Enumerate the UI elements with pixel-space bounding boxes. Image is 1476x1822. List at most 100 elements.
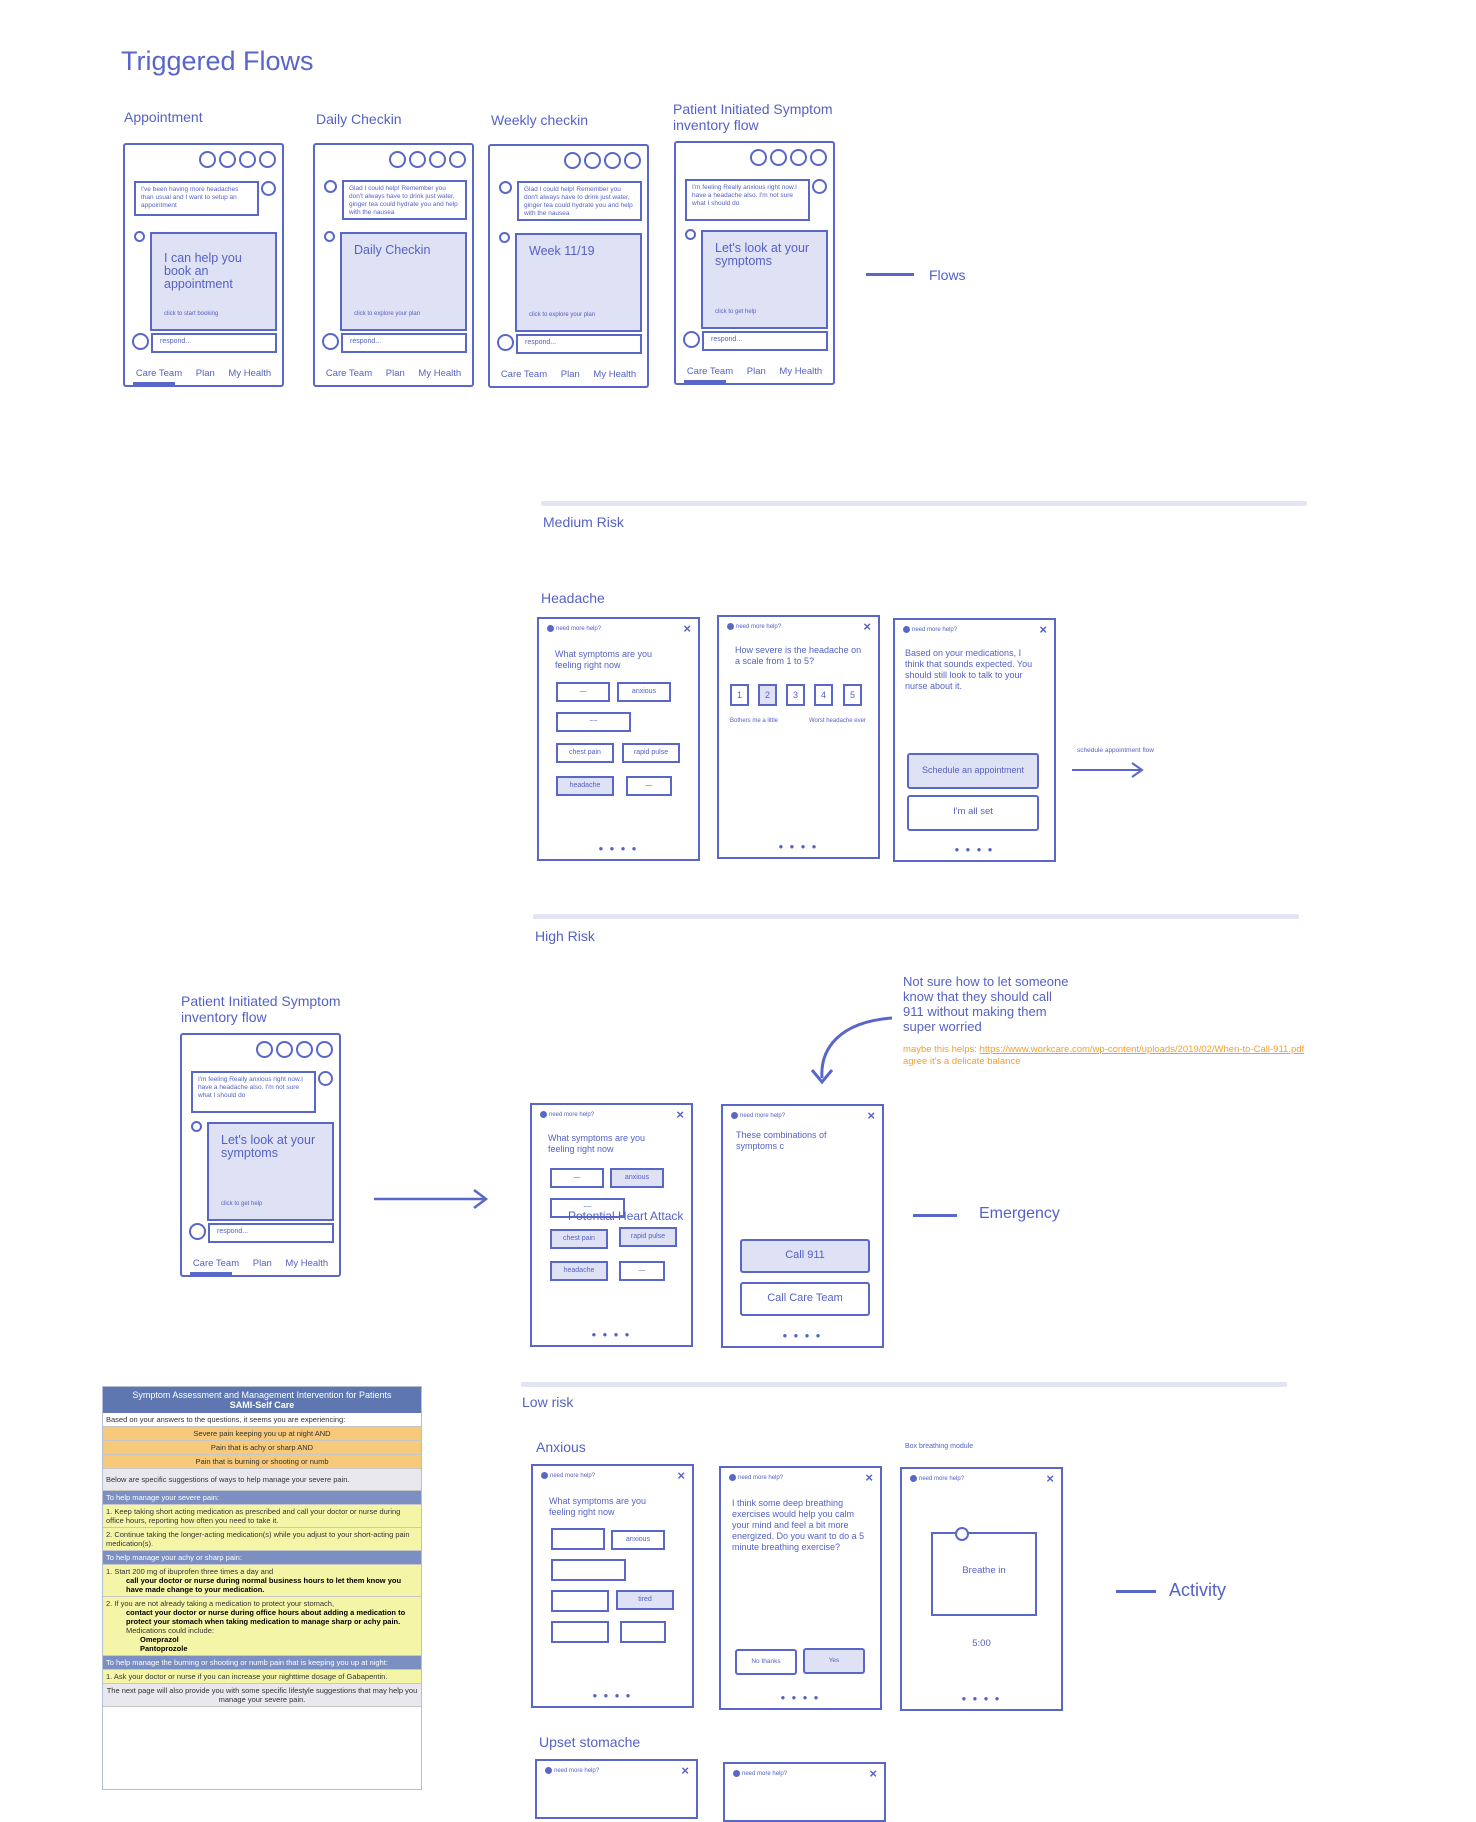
tab-care-team[interactable]: Care Team: [135, 368, 183, 379]
timer: 5:00: [972, 1638, 991, 1649]
symptom-chip-selected[interactable]: headache: [556, 776, 614, 796]
symptom-chip-blank[interactable]: —: [550, 1168, 604, 1188]
doc-next: The next page will also provide you with…: [103, 1684, 421, 1707]
pager-dots: ● ● ● ●: [961, 1694, 1002, 1703]
respond-input[interactable]: respond...: [151, 333, 277, 353]
symptom-chip-blank[interactable]: [551, 1621, 609, 1643]
tab-plan[interactable]: Plan: [560, 369, 580, 380]
tab-bar: Care Team Plan My Health: [315, 368, 472, 379]
tab-care-team[interactable]: Care Team: [686, 366, 734, 377]
tab-care-team[interactable]: Care Team: [192, 1258, 240, 1269]
call-care-team-button[interactable]: Call Care Team: [740, 1282, 870, 1316]
symptom-chip-selected[interactable]: rapid pulse: [619, 1227, 677, 1247]
symptom-chip[interactable]: anxious: [611, 1530, 665, 1550]
symptom-chip-blank[interactable]: [620, 1621, 666, 1643]
help-link[interactable]: need more help?: [729, 1474, 783, 1481]
tab-plan[interactable]: Plan: [385, 368, 405, 379]
doc-intro: Based on your answers to the questions, …: [103, 1413, 421, 1427]
user-icon: [810, 149, 827, 166]
close-icon[interactable]: ×: [683, 621, 691, 636]
help-link[interactable]: need more help?: [545, 1767, 599, 1774]
breathing-text: I think some deep breathing exercises wo…: [732, 1498, 865, 1552]
respond-input[interactable]: respond...: [516, 334, 642, 354]
schedule-appointment-button[interactable]: Schedule an appointment: [907, 753, 1039, 789]
tab-care-team[interactable]: Care Team: [325, 368, 373, 379]
symptom-chip-blank[interactable]: [551, 1528, 605, 1550]
all-set-button[interactable]: I'm all set: [907, 795, 1039, 831]
active-tab-indicator: [684, 380, 726, 383]
help-link[interactable]: need more help?: [727, 623, 781, 630]
user-icon: [624, 152, 641, 169]
close-icon[interactable]: ×: [677, 1468, 685, 1483]
tab-plan[interactable]: Plan: [195, 368, 215, 379]
tab-my-health[interactable]: My Health: [593, 369, 637, 380]
comment-link[interactable]: https://www.workcare.com/wp-content/uplo…: [979, 1044, 1305, 1055]
close-icon[interactable]: ×: [1046, 1471, 1054, 1486]
symptom-chip-blank[interactable]: —: [619, 1261, 665, 1281]
close-icon[interactable]: ×: [681, 1763, 689, 1778]
call-911-button[interactable]: Call 911: [740, 1239, 870, 1273]
doc-med: Pantoprozole: [140, 1644, 188, 1653]
tab-my-health[interactable]: My Health: [418, 368, 462, 379]
tab-care-team[interactable]: Care Team: [500, 369, 548, 380]
symptom-chip-blank[interactable]: ~~: [550, 1198, 625, 1218]
scale-5[interactable]: 5: [843, 684, 862, 706]
sami-document: Symptom Assessment and Management Interv…: [102, 1386, 422, 1790]
close-icon[interactable]: ×: [867, 1108, 875, 1123]
symptom-chip-blank[interactable]: ~~: [556, 712, 631, 732]
symptom-chip[interactable]: anxious: [617, 682, 671, 702]
respond-input[interactable]: respond...: [702, 331, 828, 351]
help-link[interactable]: need more help?: [540, 1111, 594, 1118]
doc-subtitle: SAMI-Self Care: [229, 1400, 295, 1410]
help-link[interactable]: need more help?: [910, 1475, 964, 1482]
respond-input[interactable]: respond...: [341, 333, 467, 353]
scale-2[interactable]: 2: [758, 684, 777, 706]
tab-my-health[interactable]: My Health: [228, 368, 272, 379]
header-icons: [199, 151, 276, 168]
symptom-chip-blank[interactable]: —: [626, 776, 672, 796]
card-title: Daily Checkin: [354, 243, 431, 257]
close-icon[interactable]: ×: [865, 1470, 873, 1485]
close-icon[interactable]: ×: [1039, 622, 1047, 637]
symptom-chip-selected[interactable]: tired: [616, 1590, 674, 1610]
help-link[interactable]: need more help?: [541, 1472, 595, 1479]
close-icon[interactable]: ×: [869, 1766, 877, 1781]
symptom-chip[interactable]: rapid pulse: [622, 743, 680, 763]
tab-my-health[interactable]: My Health: [285, 1258, 329, 1269]
scale-low-label: Bothers me a little: [730, 718, 779, 724]
close-icon[interactable]: ×: [676, 1107, 684, 1122]
scale-4[interactable]: 4: [814, 684, 833, 706]
respond-input[interactable]: respond...: [208, 1223, 334, 1243]
no-thanks-button[interactable]: No thanks: [735, 1649, 797, 1675]
symptom-chip[interactable]: chest pain: [556, 743, 614, 763]
scale-3[interactable]: 3: [786, 684, 805, 706]
symptom-chip-selected[interactable]: anxious: [610, 1168, 664, 1188]
help-link[interactable]: need more help?: [903, 626, 957, 633]
scale-1[interactable]: 1: [730, 684, 749, 706]
phone-daily: Glad I could help! Remember you don't al…: [313, 143, 474, 387]
symptom-chip-blank[interactable]: [551, 1559, 626, 1581]
tab-plan[interactable]: Plan: [252, 1258, 272, 1269]
symptom-chip-blank[interactable]: [551, 1590, 609, 1612]
help-link[interactable]: need more help?: [547, 625, 601, 632]
symptom-chip-selected[interactable]: chest pain: [550, 1229, 608, 1249]
help-icon: [910, 1475, 917, 1482]
symptom-chip-selected[interactable]: headache: [550, 1261, 608, 1281]
tab-my-health[interactable]: My Health: [779, 366, 823, 377]
yes-button[interactable]: Yes: [803, 1648, 865, 1674]
curved-arrow-icon: [810, 1016, 893, 1085]
modal-upset-1: need more help? ×: [535, 1759, 698, 1819]
tab-plan[interactable]: Plan: [746, 366, 766, 377]
pager-dots: ● ● ● ●: [954, 845, 995, 854]
close-icon[interactable]: ×: [863, 619, 871, 634]
help-link[interactable]: need more help?: [731, 1112, 785, 1119]
help-link[interactable]: need more help?: [733, 1770, 787, 1777]
symptom-chip-blank[interactable]: —: [556, 682, 610, 702]
doc-title: Symptom Assessment and Management Interv…: [132, 1390, 392, 1400]
user-icon: [199, 151, 216, 168]
